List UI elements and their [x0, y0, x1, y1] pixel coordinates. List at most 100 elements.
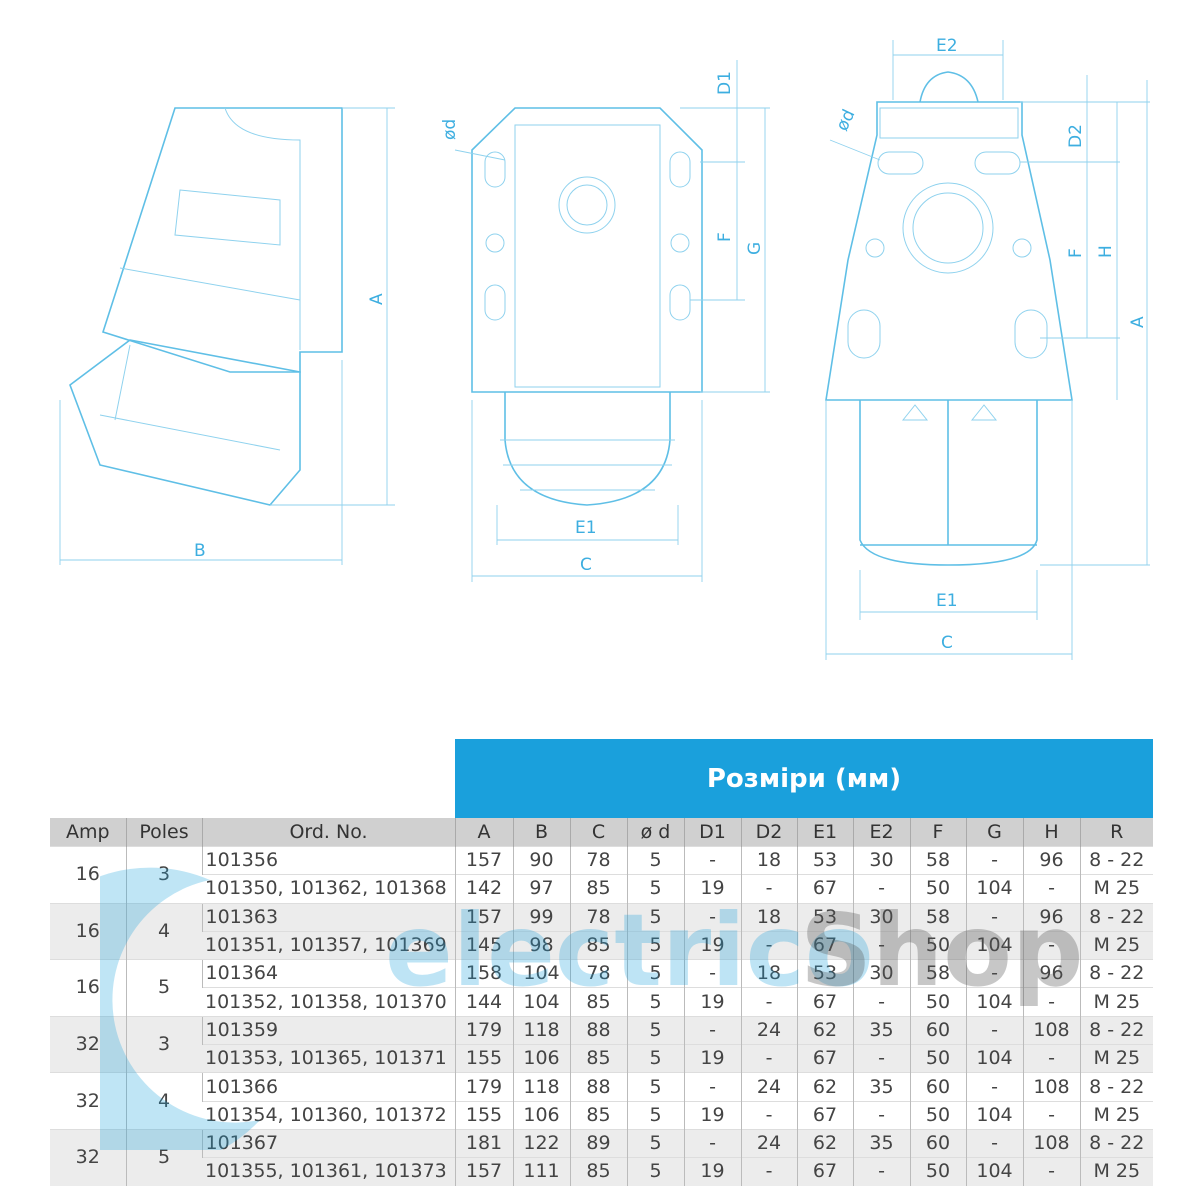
poles-cell: 5	[125, 1128, 202, 1186]
front-view-drawing: ød D1 F G E1 C	[440, 60, 770, 582]
dim-label-D1: D1	[715, 71, 735, 95]
dimension-cell: 8 - 22	[1079, 845, 1153, 875]
dimension-cell: 18	[740, 959, 797, 988]
dim-label-C: C	[580, 555, 592, 575]
dimension-cell: -	[1022, 1044, 1080, 1073]
dimension-cell: -	[683, 1015, 741, 1045]
column-header: Amp	[50, 818, 126, 847]
dimension-cell: 104	[965, 987, 1023, 1017]
dimension-cell: 104	[965, 874, 1023, 904]
column-header: R	[1079, 818, 1153, 847]
dimension-cell: 104	[512, 959, 570, 988]
dimension-cell: 106	[512, 1044, 570, 1073]
dimension-cell: 35	[852, 1128, 910, 1158]
dimension-cell: 19	[683, 1044, 741, 1073]
dimension-cell: 5	[626, 1128, 684, 1158]
dimension-cell: 179	[454, 1072, 513, 1102]
dimension-cell: M 25	[1079, 1157, 1153, 1186]
dimension-cell: 8 - 22	[1079, 902, 1153, 932]
dimension-cell: 104	[965, 1044, 1023, 1073]
order-number-cell: 101356	[201, 845, 455, 875]
back-view-drawing: E2 ød D2 F H A E1 C	[825, 36, 1150, 660]
column-header: ø d	[626, 818, 684, 847]
dimension-cell: 5	[626, 874, 684, 904]
dimension-cell: 158	[454, 959, 513, 988]
dimension-cell: 99	[512, 902, 570, 932]
dimension-cell: 104	[965, 930, 1023, 960]
dimension-cell: 19	[683, 987, 741, 1017]
dim-label-E1: E1	[936, 591, 958, 611]
dimension-cell: 8 - 22	[1079, 1128, 1153, 1158]
dimension-cell: 5	[626, 930, 684, 960]
technical-drawings: A B ød D1 F G E1 C	[59, 36, 1150, 660]
dimension-cell: 60	[909, 1072, 966, 1102]
column-header: G	[965, 818, 1023, 847]
banner-title: Розміри (мм)	[706, 763, 902, 794]
dimension-cell: -	[1022, 1157, 1080, 1186]
dimension-cell: -	[740, 874, 797, 904]
dimension-cell: 5	[626, 1072, 684, 1102]
dimension-cell: 118	[512, 1015, 570, 1045]
dimension-cell: -	[852, 1100, 910, 1130]
dimension-cell: -	[740, 987, 797, 1017]
dimension-cell: 89	[569, 1128, 627, 1158]
dimension-cell: 108	[1022, 1072, 1080, 1102]
dimension-cell: -	[965, 845, 1023, 875]
dimension-cell: 8 - 22	[1079, 1072, 1153, 1102]
column-header: D2	[740, 818, 797, 847]
dimension-cell: 142	[454, 874, 513, 904]
dimension-cell: 108	[1022, 1015, 1080, 1045]
dimension-cell: -	[965, 1072, 1023, 1102]
poles-cell: 4	[125, 902, 202, 960]
dimension-cell: 157	[454, 902, 513, 932]
dimension-cell: -	[683, 845, 741, 875]
dimension-cell: 78	[569, 845, 627, 875]
dimension-cell: 62	[796, 1128, 853, 1158]
poles-cell: 5	[125, 959, 202, 1017]
poles-cell: 4	[125, 1072, 202, 1130]
side-view-drawing: A B	[59, 107, 395, 565]
dimension-cell: 90	[512, 845, 570, 875]
dimension-cell: 104	[965, 1157, 1023, 1186]
poles-cell: 3	[125, 846, 202, 904]
dimension-cell: 19	[683, 1100, 741, 1130]
dimension-cell: -	[965, 1015, 1023, 1045]
dimension-cell: 19	[683, 874, 741, 904]
column-header: H	[1022, 818, 1080, 847]
dimension-cell: 24	[740, 1072, 797, 1102]
dimension-cell: -	[965, 1128, 1023, 1158]
dimension-cell: -	[740, 1044, 797, 1073]
dimension-cell: -	[852, 930, 910, 960]
dimension-cell: 58	[909, 902, 966, 932]
dimension-cell: 35	[852, 1072, 910, 1102]
dimension-cell: 53	[796, 845, 853, 875]
column-header: F	[909, 818, 966, 847]
dimension-cell: 67	[796, 1044, 853, 1073]
order-number-cell: 101367	[201, 1128, 455, 1158]
dimension-cell: 96	[1022, 959, 1080, 988]
dimension-cell: 24	[740, 1015, 797, 1045]
dim-label-G: G	[745, 242, 765, 255]
dimension-cell: 24	[740, 1128, 797, 1158]
dimension-cell: 155	[454, 1044, 513, 1073]
dimension-cell: 145	[454, 930, 513, 960]
dimension-cell: 62	[796, 1015, 853, 1045]
dimension-cell: 50	[909, 987, 966, 1017]
dim-label-A: A	[1128, 316, 1148, 328]
dimension-cell: 157	[454, 1157, 513, 1186]
dimension-cell: 88	[569, 1072, 627, 1102]
dimension-cell: 155	[454, 1100, 513, 1130]
dimension-cell: -	[1022, 874, 1080, 904]
dimension-cell: 67	[796, 874, 853, 904]
dim-label-D2: D2	[1066, 124, 1086, 148]
amp-cell: 32	[50, 1015, 126, 1073]
dimension-cell: 67	[796, 987, 853, 1017]
dimension-cell: M 25	[1079, 1100, 1153, 1130]
dimension-cell: 88	[569, 1015, 627, 1045]
dim-label-A: A	[367, 293, 387, 305]
dimension-cell: M 25	[1079, 930, 1153, 960]
